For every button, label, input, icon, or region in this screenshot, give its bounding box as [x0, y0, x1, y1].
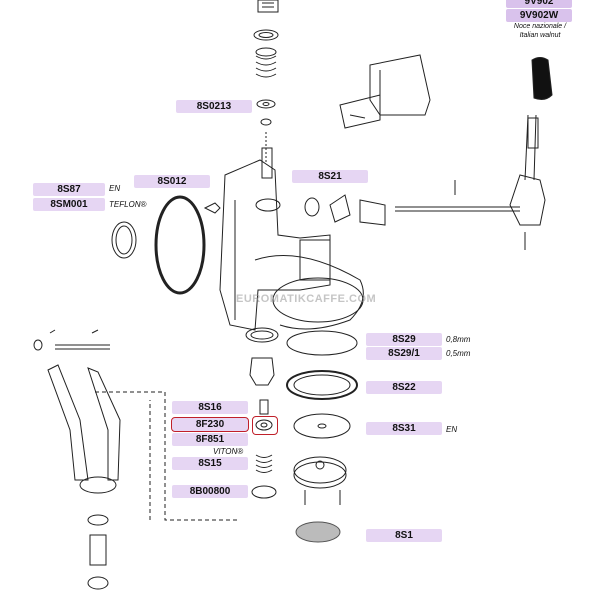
washer-8S0213-part [256, 99, 276, 109]
bracket-part [339, 54, 431, 129]
small-washer-part [260, 118, 272, 126]
note-teflon: TEFLON® [109, 200, 147, 209]
pin-8S16-part [259, 399, 269, 415]
dashed-frame [95, 391, 240, 521]
label-8F851[interactable]: 8F851 [172, 433, 248, 446]
label-8S15[interactable]: 8S15 [172, 457, 248, 470]
gasket-8S29-part [286, 330, 358, 356]
label-8S16[interactable]: 8S16 [172, 401, 248, 414]
part-highlight [252, 416, 278, 435]
label-8SM001[interactable]: 8SM001 [33, 198, 105, 211]
label-8S87[interactable]: 8S87 [33, 183, 105, 196]
top-nut-part [257, 0, 279, 13]
lower-fittings-part [87, 514, 109, 590]
label-8S29[interactable]: 8S29 [366, 333, 442, 346]
oring-8F230-part [255, 419, 273, 431]
handle-caption: Noce nazionale / Italian walnut [500, 22, 580, 40]
fork-part [47, 364, 121, 494]
note-05mm: 0,5mm [446, 349, 471, 358]
gasket-8S012-part [154, 195, 206, 295]
upper-spring-part [255, 47, 277, 78]
label-8S31[interactable]: 8S31 [366, 422, 442, 435]
wooden-handle-part [531, 57, 553, 100]
small-valve-part [203, 202, 221, 214]
note-en-8S87: EN [109, 184, 121, 193]
screen-8S1-part [295, 521, 341, 543]
label-8S012[interactable]: 8S012 [134, 175, 210, 188]
note-viton: VITON® [213, 447, 244, 456]
ring-8S87-part [111, 221, 137, 259]
label-8S22[interactable]: 8S22 [366, 381, 442, 394]
filter-holder-part [293, 456, 347, 489]
label-9V902[interactable]: 9V902 [506, 0, 572, 8]
cam-8S21-part [304, 194, 386, 226]
note-en-8S31: EN [446, 425, 458, 434]
gasket-8S22-part [286, 370, 358, 400]
label-8F230[interactable]: 8F230 [171, 417, 249, 432]
handle-caption-line1: Noce nazionale / [513, 23, 567, 30]
lever-part [509, 114, 546, 250]
label-9V902W[interactable]: 9V902W [506, 9, 572, 22]
washer-8B00800-part [251, 485, 277, 499]
watermark: EUROMATIKCAFFE.COM [236, 293, 377, 305]
top-ring-part [253, 29, 279, 41]
label-8S21[interactable]: 8S21 [292, 170, 368, 183]
label-8S0213[interactable]: 8S0213 [176, 100, 252, 113]
spring-8S15-part [255, 454, 273, 473]
label-8S1[interactable]: 8S1 [366, 529, 442, 542]
disc-8S31-part [293, 413, 351, 439]
valve-seat-part [249, 357, 275, 386]
label-8S29-1[interactable]: 8S29/1 [366, 347, 442, 360]
label-8B00800[interactable]: 8B00800 [172, 485, 248, 498]
group-body-part [219, 147, 364, 331]
note-08mm: 0,8mm [446, 335, 471, 344]
pin-rod-part [33, 329, 110, 351]
handle-caption-line2: Italian walnut [519, 32, 561, 39]
seal-ring-part [245, 327, 279, 343]
